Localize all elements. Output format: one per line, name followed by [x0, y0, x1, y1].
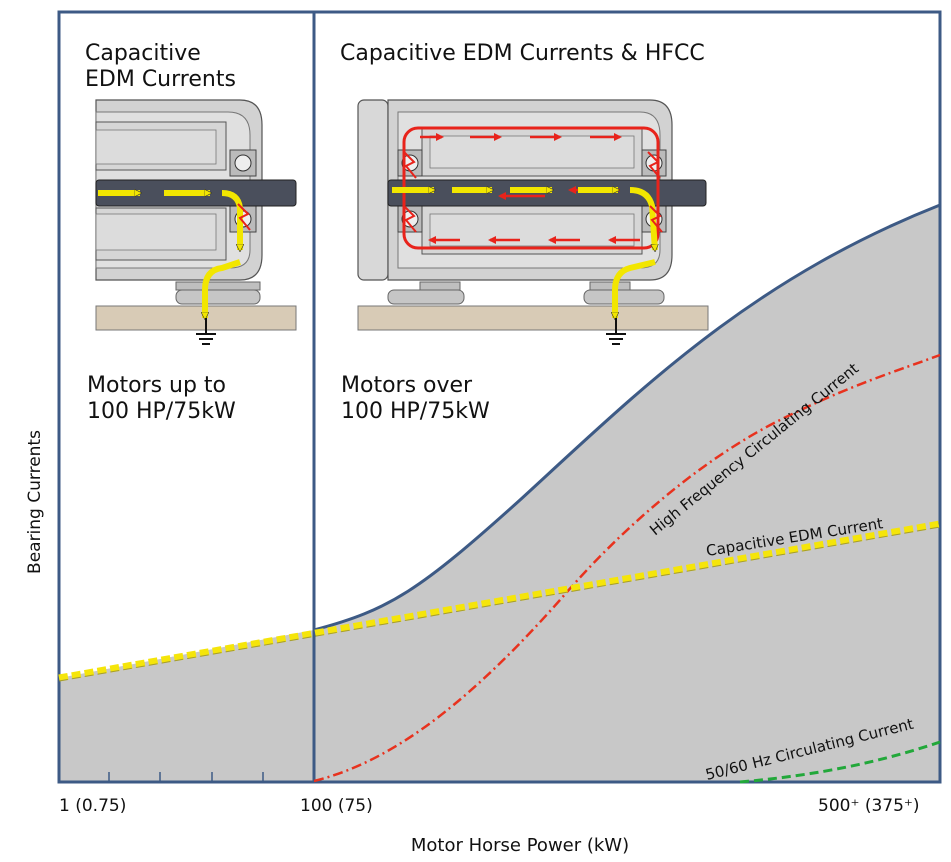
motor-cutaway-icon-large: [357, 99, 709, 331]
edm-curve: [58, 520, 941, 682]
x-tick-1: 1 (0.75): [59, 796, 126, 816]
ground-symbol-icon-right: [606, 318, 626, 345]
left-panel-caption-line2: 100 HP/75kW: [87, 399, 236, 424]
right-panel-caption-line1: Motors over: [341, 373, 473, 398]
right-panel-caption-line2: 100 HP/75kW: [341, 399, 490, 424]
left-panel-title-line2: EDM Currents: [85, 67, 236, 92]
left-panel-caption-line1: Motors up to: [87, 373, 226, 398]
minor-ticks: [108, 772, 264, 782]
left-panel-title-line1: Capacitive: [85, 41, 201, 66]
chart-frame: [57, 10, 942, 784]
x-axis-label: Motor Horse Power (kW): [411, 835, 629, 856]
y-axis-label: Bearing Currents: [25, 430, 45, 574]
hfcc-curve: [313, 353, 941, 783]
x-tick-100: 100 (75): [300, 796, 373, 816]
x-tick-500: 500⁺ (375⁺): [818, 796, 920, 816]
linefreq-curve: [739, 740, 941, 784]
motor-cutaway-icon-small: [95, 99, 297, 331]
edm-curve-shadow: [58, 526, 941, 682]
envelope-outline: [313, 203, 941, 632]
right-panel-title: Capacitive EDM Currents & HFCC: [340, 41, 705, 66]
ground-symbol-icon-left: [196, 318, 216, 345]
